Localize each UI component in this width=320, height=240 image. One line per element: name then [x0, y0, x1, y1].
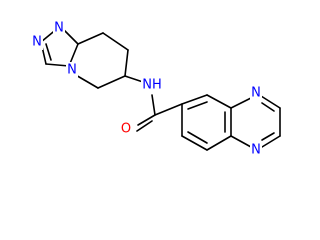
bond-n4-c5 — [45, 63, 70, 67]
bond-carbonyl-aryl — [154, 103, 183, 116]
bond-n-top-c — [260, 95, 281, 109]
bond-c9-c10 — [97, 75, 126, 89]
bond-q5-q6 — [181, 135, 208, 151]
atom-n-triazole-2: N — [32, 35, 42, 50]
bond-c8-c9 — [124, 49, 129, 77]
atom-n-triazole-bridge: N — [67, 63, 77, 78]
bond-n-bottom-q4 — [230, 135, 252, 148]
atom-n-triazole-1: N — [54, 21, 64, 36]
bond-c3-c7 — [77, 32, 104, 45]
atom-amide-nh: NH — [142, 78, 162, 93]
bond-c7-c8 — [102, 32, 129, 51]
bond-c-n-bottom — [261, 135, 281, 148]
bond-nh-carbonyl — [151, 94, 156, 116]
bonds — [40, 27, 281, 151]
bond-carbonyl-o — [137, 114, 156, 126]
atom-amide-o: O — [121, 122, 131, 137]
bond-q1-q2 — [181, 94, 208, 105]
bond-n-bottom-inner — [261, 132, 275, 141]
bond-q4-q5 — [206, 135, 232, 151]
atom-n-quinoxaline-top: N — [251, 86, 261, 101]
atom-n-quinoxaline-bottom: N — [251, 143, 261, 158]
bond-n1-c3 — [63, 29, 79, 45]
atom-labels: N N N NH O N N — [31, 20, 262, 158]
chemical-structure-diagram: N N N NH O N N — [31, 20, 281, 158]
bond-q5-q6-inner — [187, 131, 208, 144]
bond-q1-q2-inner — [187, 101, 208, 110]
bond-c9-nh — [124, 75, 144, 83]
bond-c5-n2-double — [45, 43, 52, 61]
bond-carbonyl-o-double — [136, 120, 153, 132]
bond-n-top-inner — [261, 102, 275, 112]
bond-q2-q3 — [206, 94, 232, 109]
bond-q3-n-top — [230, 97, 252, 109]
